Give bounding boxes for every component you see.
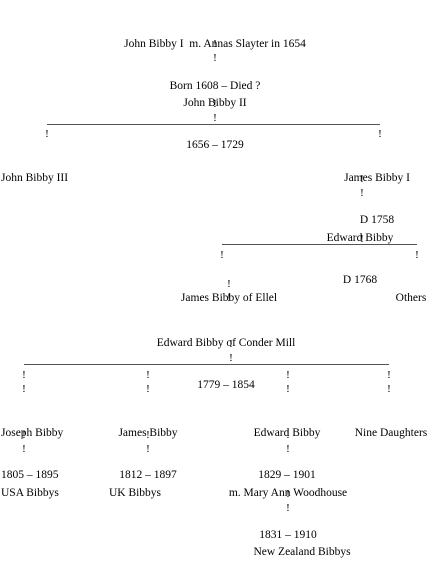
branch-line-gen2: [47, 124, 380, 125]
person-james-bibby-i: James Bibby I D 1758: [344, 143, 410, 241]
person-dates: 1779 – 1854: [197, 379, 255, 391]
connector-mark: !: [146, 443, 150, 455]
person-name: USA Bibbys: [1, 487, 59, 499]
person-dates: D 1768: [342, 274, 378, 286]
person-name: Edward Bibby of Conder Mill: [156, 337, 296, 349]
person-dates: 1829 – 1901: [258, 469, 316, 481]
person-joseph-bibby: Joseph Bibby 1805 – 1895: [1, 398, 63, 496]
connector-mark: !: [22, 369, 26, 381]
connector-mark: !: [146, 383, 150, 395]
person-name: Nine Daughters: [354, 427, 428, 439]
person-john-bibby-i: John Bibby I m. Annas Slayter in 1654 Bo…: [124, 9, 306, 107]
person-edward-bibby-of-conder-mill: Edward Bibby of Conder Mill 1779 – 1854: [157, 308, 296, 406]
connector-mark: !: [286, 488, 290, 500]
person-name: James Bibby I: [344, 172, 410, 184]
person-nine-daughters: Nine Daughters: [355, 398, 428, 454]
branch-line-gen4: [222, 244, 417, 245]
person-dates: D 1758: [359, 214, 395, 226]
connector-mark: !: [45, 128, 49, 140]
person-name: Joseph Bibby: [1, 427, 64, 439]
person-edward-bibby-1829: Edward Bibby 1829 – 1901: [254, 398, 321, 496]
person-name: m. Mary Ann Woodhouse: [228, 487, 348, 499]
connector-mark: !: [387, 383, 391, 395]
connector-mark: !: [286, 429, 290, 441]
person-james-bibby-of-ellel: James Bibby of Ellel: [181, 263, 277, 319]
connector-mark: !: [146, 429, 150, 441]
person-edward-bibby: Edward Bibby D 1768: [327, 203, 394, 301]
person-james-bibby: James Bibby 1812 – 1897: [118, 398, 177, 496]
connector-mark: !: [286, 443, 290, 455]
person-dates: 1812 – 1897: [119, 469, 177, 481]
connector-mark: !: [213, 98, 217, 110]
person-dates: 1805 – 1895: [1, 469, 59, 481]
person-dates: Born 1608 – Died ?: [169, 80, 261, 92]
person-new-zealand-bibbys: New Zealand Bibbys: [253, 517, 350, 573]
connector-mark: !: [22, 383, 26, 395]
connector-mark: !: [227, 292, 231, 304]
person-dates: 1656 – 1729: [186, 139, 244, 151]
connector-mark: !: [227, 278, 231, 290]
person-name: John Bibby III: [1, 172, 69, 184]
person-john-bibby-ii: John Bibby II 1656 – 1729: [183, 68, 246, 166]
connector-mark: !: [229, 352, 233, 364]
person-usa-bibbys: USA Bibbys: [1, 458, 59, 514]
connector-mark: !: [415, 249, 419, 261]
connector-mark: !: [286, 369, 290, 381]
connector-mark: !: [360, 233, 364, 245]
person-name: James Bibby of Ellel: [180, 292, 278, 304]
connector-mark: !: [213, 112, 217, 124]
connector-mark: !: [213, 52, 217, 64]
person-others: Others: [396, 263, 427, 319]
connector-mark: !: [360, 187, 364, 199]
person-name: James Bibby: [118, 427, 178, 439]
connector-mark: !: [387, 369, 391, 381]
connector-mark: !: [22, 429, 26, 441]
person-name: Edward Bibby: [326, 232, 394, 244]
person-name: Edward Bibby: [253, 427, 321, 439]
person-name: New Zealand Bibbys: [253, 546, 351, 558]
person-john-bibby-iii: John Bibby III: [1, 143, 68, 199]
connector-mark: !: [22, 443, 26, 455]
connector-mark: !: [378, 128, 382, 140]
connector-mark: !: [286, 502, 290, 514]
person-name: John Bibby II: [183, 97, 247, 109]
person-name: John Bibby I m. Annas Slayter in 1654: [124, 38, 306, 50]
person-name: Others: [395, 292, 427, 304]
connector-mark: !: [286, 383, 290, 395]
connector-mark: !: [146, 369, 150, 381]
person-name: UK Bibbys: [108, 487, 162, 499]
connector-mark: !: [213, 38, 217, 50]
connector-mark: !: [229, 338, 233, 350]
person-uk-bibbys: UK Bibbys: [109, 458, 161, 514]
branch-line-gen6: [24, 364, 389, 365]
connector-mark: !: [220, 249, 224, 261]
connector-mark: !: [360, 173, 364, 185]
